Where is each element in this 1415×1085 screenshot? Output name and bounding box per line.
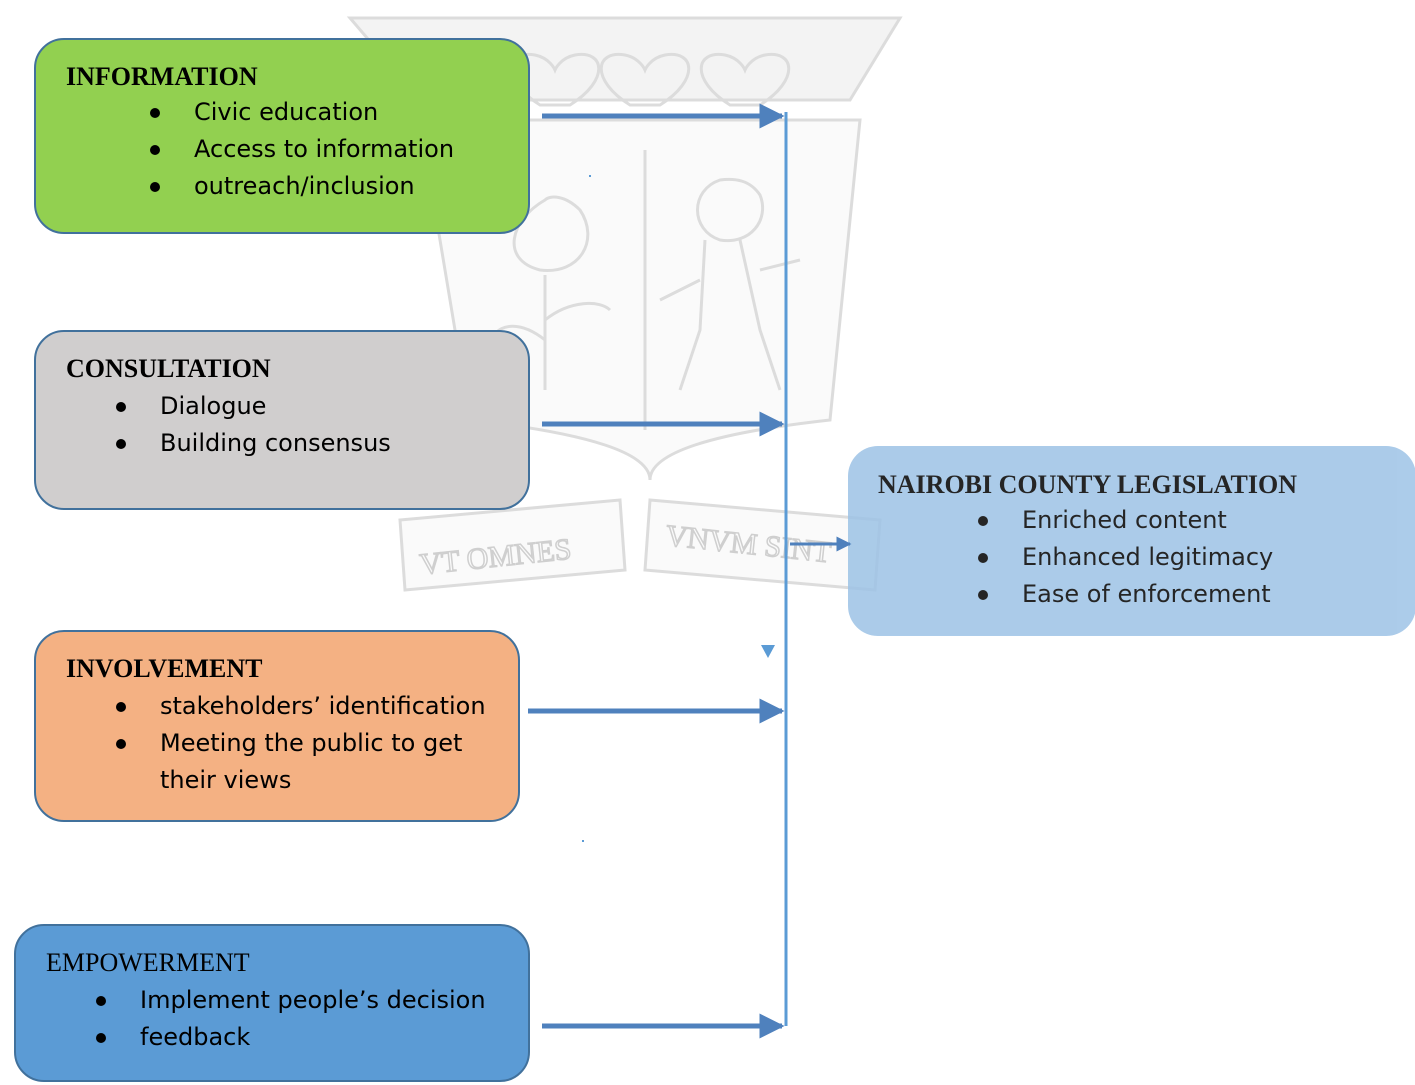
involvement-box: INVOLVEMENT stakeholders’ identification… <box>34 630 520 822</box>
legislation-list: Enriched content Enhanced legitimacy Eas… <box>978 502 1273 613</box>
list-item: Enhanced legitimacy <box>978 539 1273 576</box>
involvement-item-text: stakeholders’ identification <box>160 692 486 720</box>
lion-icon <box>659 177 801 391</box>
legislation-item-text: Ease of enforcement <box>1022 580 1271 608</box>
list-item: Dialogue <box>116 388 391 425</box>
heart-icon <box>699 52 791 107</box>
bullet-icon <box>978 553 988 563</box>
motto-ribbon-left <box>398 498 627 592</box>
bullet-icon <box>96 996 106 1006</box>
list-item: Meeting the public to get <box>116 725 486 762</box>
empowerment-box: EMPOWERMENT Implement people’s decision … <box>14 924 530 1082</box>
list-item: stakeholders’ identification <box>116 688 486 725</box>
list-item: Building consensus <box>116 425 391 462</box>
legislation-title: NAIROBI COUNTY LEGISLATION <box>878 470 1297 499</box>
list-item: Enriched content <box>978 502 1273 539</box>
bullet-icon <box>116 402 126 412</box>
bullet-icon <box>96 1033 106 1043</box>
information-title: INFORMATION <box>66 62 258 91</box>
involvement-item-text: their views <box>160 766 292 794</box>
list-item: Ease of enforcement <box>978 576 1273 613</box>
legislation-item-text: Enhanced legitimacy <box>1022 543 1274 571</box>
information-item-text: Civic education <box>194 98 379 126</box>
bullet-icon <box>150 182 160 192</box>
bullet-icon <box>978 516 988 526</box>
empowerment-list: Implement people’s decision feedback <box>96 982 486 1056</box>
empowerment-title: EMPOWERMENT <box>46 948 250 977</box>
information-item-text: Access to information <box>194 135 455 163</box>
consultation-title: CONSULTATION <box>66 354 271 383</box>
information-list: Civic education Access to information ou… <box>150 94 454 205</box>
consultation-list: Dialogue Building consensus <box>116 388 391 462</box>
information-item-text: outreach/inclusion <box>194 172 415 200</box>
heart-icon <box>599 52 691 107</box>
empowerment-item-text: Implement people’s decision <box>140 986 486 1014</box>
bullet-icon <box>150 108 160 118</box>
bullet-icon <box>978 590 988 600</box>
list-item: Civic education <box>150 94 454 131</box>
list-item: feedback <box>96 1019 486 1056</box>
empowerment-item-text: feedback <box>140 1023 251 1051</box>
involvement-list: stakeholders’ identification Meeting the… <box>116 688 486 799</box>
bullet-icon <box>116 439 126 449</box>
bullet-icon <box>150 145 160 155</box>
bullet-icon <box>116 702 126 712</box>
list-item: Implement people’s decision <box>96 982 486 1019</box>
consultation-item-text: Building consensus <box>160 429 391 457</box>
list-item: their views <box>116 762 486 799</box>
legislation-item-text: Enriched content <box>1022 506 1227 534</box>
involvement-item-text: Meeting the public to get <box>160 729 463 757</box>
involvement-title: INVOLVEMENT <box>66 654 263 683</box>
list-item: Access to information <box>150 131 454 168</box>
bullet-icon <box>116 739 126 749</box>
consultation-item-text: Dialogue <box>160 392 267 420</box>
legislation-box: NAIROBI COUNTY LEGISLATION Enriched cont… <box>848 446 1415 636</box>
list-item: outreach/inclusion <box>150 168 454 205</box>
information-box: INFORMATION Civic education Access to in… <box>34 38 530 234</box>
consultation-box: CONSULTATION Dialogue Building consensus <box>34 330 530 510</box>
rose-icon <box>493 195 612 390</box>
